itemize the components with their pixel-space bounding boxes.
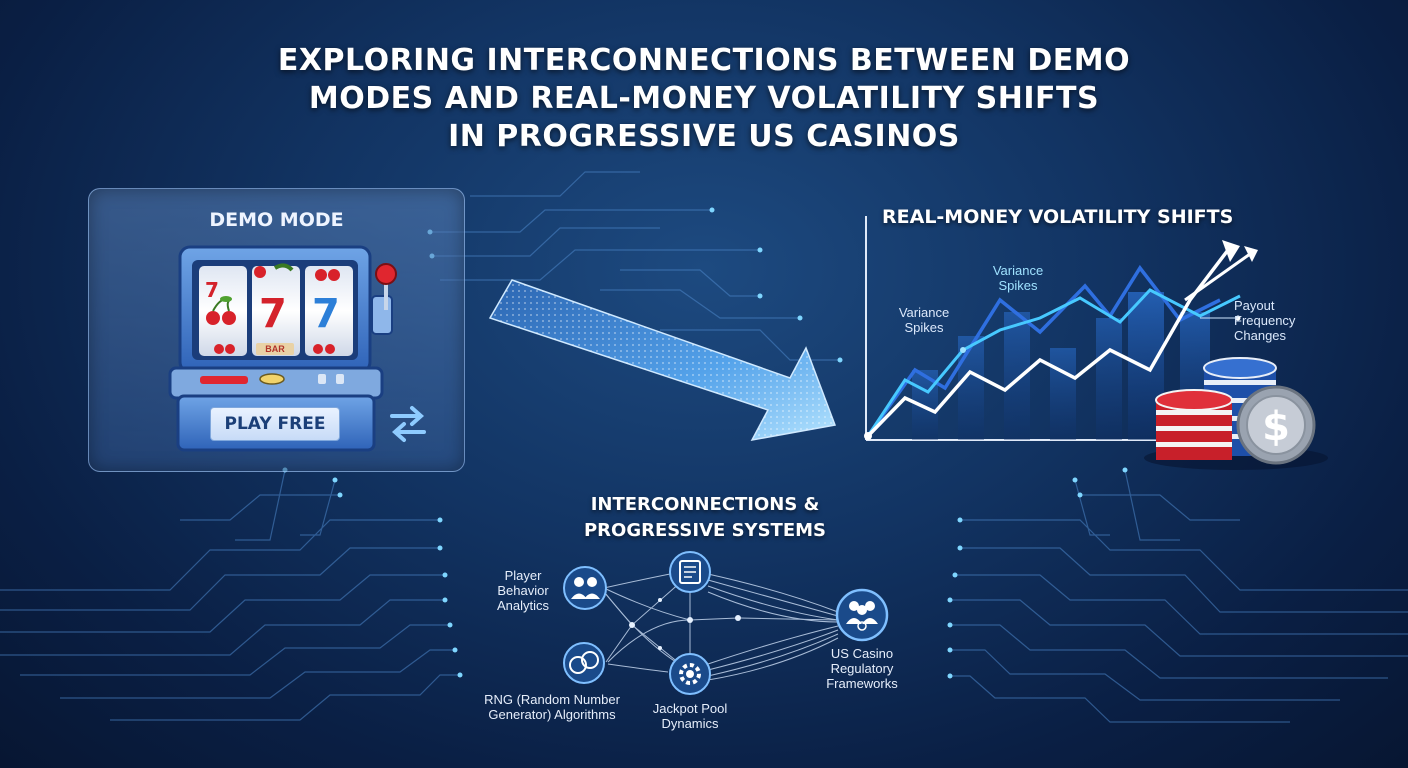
reel-bar-label: BAR — [256, 343, 294, 355]
lever-knob — [375, 263, 397, 285]
demo-mode-heading: DEMO MODE — [209, 209, 344, 231]
title-line-1: EXPLORING INTERCONNECTIONS BETWEEN DEMO — [277, 43, 1131, 78]
users-icon — [563, 566, 607, 610]
svg-text:$: $ — [1262, 404, 1290, 450]
people-group-icon — [835, 588, 889, 642]
coins-icon — [563, 642, 605, 684]
annotation-variance-spikes-left: Variance Spikes — [898, 305, 950, 335]
play-free-button[interactable]: PLAY FREE — [210, 407, 340, 441]
cherry-icon — [206, 263, 340, 354]
reel-seven-right: 7 — [312, 291, 340, 337]
annotation-payout-frequency: Payout Frequency Changes — [1234, 298, 1296, 343]
annotation-variance-spikes-top: Variance Spikes — [992, 263, 1044, 293]
swap-arrows-icon — [390, 406, 426, 442]
document-icon — [669, 551, 711, 593]
node-label-rng: RNG (Random Number Generator) Algorithms — [484, 692, 620, 722]
node-label-player: Player Behavior Analytics — [496, 568, 550, 613]
reel-top-seven: 7 — [205, 278, 219, 302]
dollar-coin-icon: $ — [1236, 385, 1316, 465]
reel-seven-center: 7 — [259, 291, 287, 337]
node-label-jackpot: Jackpot Pool Dynamics — [652, 701, 728, 731]
volatility-heading: REAL-MONEY VOLATILITY SHIFTS — [882, 206, 1234, 228]
page-title: EXPLORING INTERCONNECTIONS BETWEEN DEMO … — [0, 42, 1408, 156]
gear-icon — [669, 653, 711, 695]
node-label-regulatory: US Casino Regulatory Frameworks — [826, 646, 898, 691]
title-line-3: IN PROGRESSIVE US CASINOS — [448, 119, 960, 154]
title-line-2: MODES AND REAL-MONEY VOLATILITY SHIFTS — [308, 81, 1100, 116]
network-heading: INTERCONNECTIONS & PROGRESSIVE SYSTEMS — [583, 494, 826, 541]
